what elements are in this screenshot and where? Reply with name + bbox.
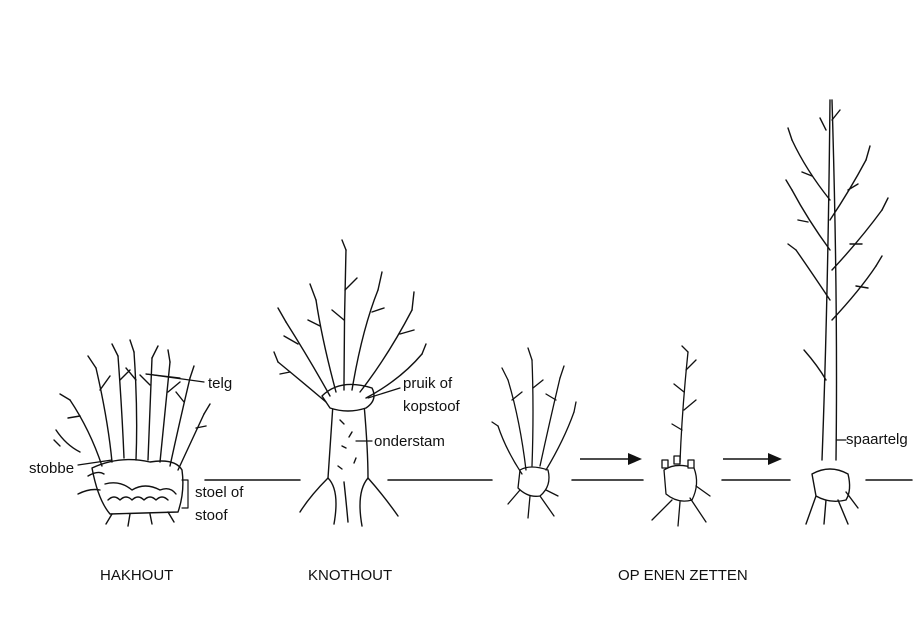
label-stobbe: stobbe [29,460,74,477]
label-spaartelg: spaartelg [846,431,908,448]
hakhout-illustration [54,340,210,526]
caption-op-enen-zetten: OP ENEN ZETTEN [618,567,748,584]
label-kopstoof: kopstoof [403,398,461,415]
caption-knothout: KNOTHOUT [308,567,392,584]
arrow-2 [723,453,782,465]
label-pruik-of: pruik of [403,375,453,392]
stage2-illustration [652,346,710,526]
stage1-illustration [492,348,576,518]
caption-hakhout: HAKHOUT [100,567,173,584]
stage3-illustration [786,100,888,524]
label-onderstam: onderstam [374,433,445,450]
label-stoof: stoof [195,507,228,524]
arrow-1 [580,453,642,465]
label-stoel-of: stoel of [195,484,244,501]
label-telg: telg [208,375,232,392]
